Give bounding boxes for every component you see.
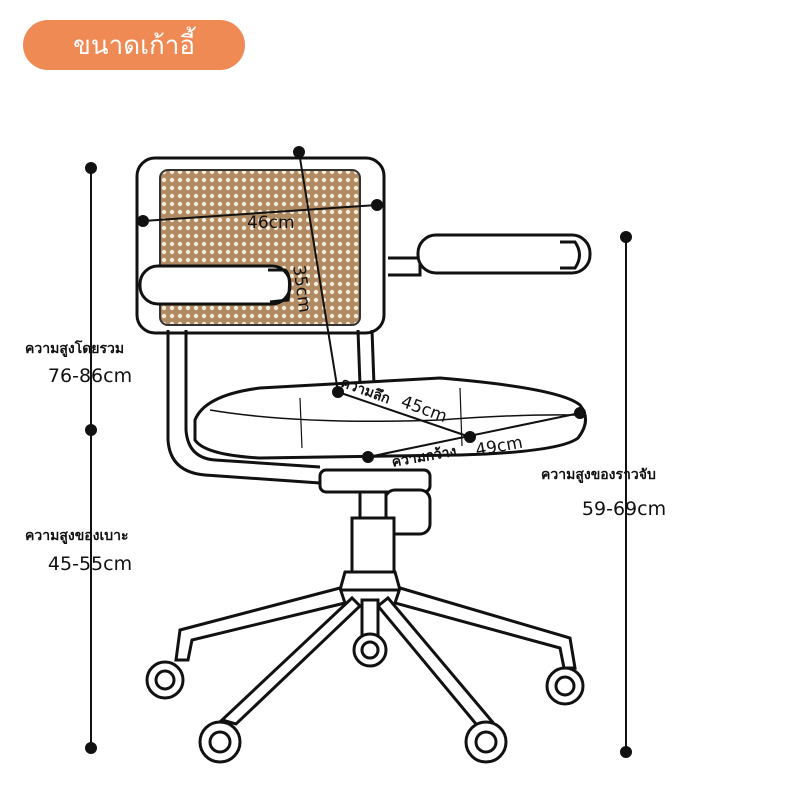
armrest-height-value: 59-69cm (581, 498, 667, 520)
gas-lift (318, 468, 432, 575)
backrest (135, 156, 386, 335)
dimension-lines (85, 146, 632, 758)
overall-height-label: ความสูงโดยรวม (25, 341, 125, 357)
back-width-label: 46cm (247, 213, 295, 233)
overall-height-value: 76-86cm (47, 365, 133, 387)
title-badge: ขนาดเก้าอี้ (23, 20, 245, 70)
seat-height-label: ความสูงของเบาะ (25, 528, 129, 544)
seat-height-value: 45-55cm (47, 553, 133, 575)
seat-cushion (193, 376, 587, 460)
chair-frame (166, 329, 376, 485)
page-title: ขนาดเก้าอี้ (73, 30, 195, 61)
armrest-height-label: ความสูงของราวจับ (541, 467, 656, 483)
right-armrest (388, 233, 592, 277)
left-armrest (138, 264, 292, 306)
caster-wheels (145, 632, 585, 764)
